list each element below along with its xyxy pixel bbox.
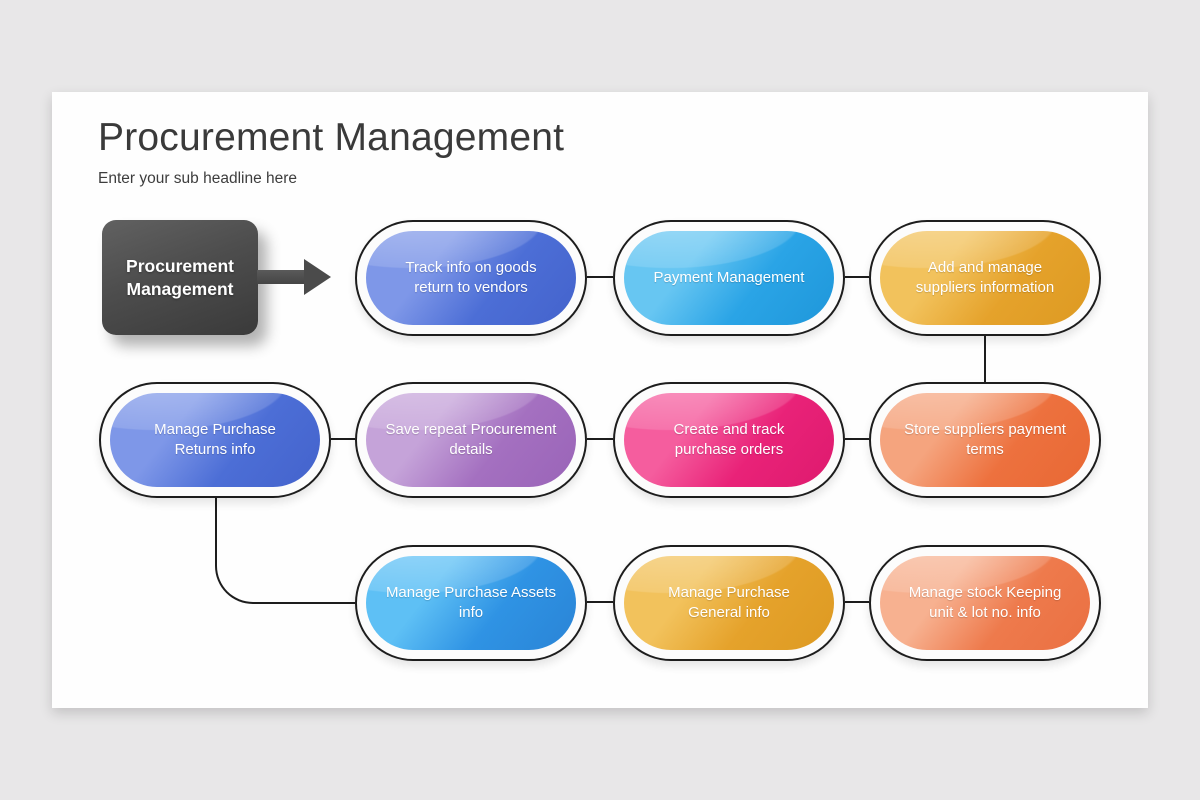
connector-row1-1-2 — [587, 276, 613, 278]
node-fill: Payment Management — [624, 231, 834, 325]
node-manage-purchase-general: Manage Purchase General info — [613, 545, 845, 661]
node-save-repeat-procurement: Save repeat Procurement details — [355, 382, 587, 498]
page-title: Procurement Management — [98, 116, 565, 159]
node-fill: Track info on goods return to vendors — [366, 231, 576, 325]
node-label: Payment Management — [653, 269, 805, 287]
node-label: Manage Purchase Returns info — [154, 421, 276, 458]
node-fill: Manage Purchase General info — [624, 556, 834, 650]
start-node-procurement-management: Procurement Management — [102, 220, 258, 335]
node-label: Create and track purchase orders — [673, 421, 785, 458]
connector-row2-3-4 — [845, 438, 869, 440]
connector-row3-1-2 — [587, 601, 613, 603]
arrow-right-icon — [257, 270, 305, 284]
node-label: Store suppliers payment terms — [904, 421, 1066, 458]
node-fill: Manage stock Keeping unit & lot no. info — [880, 556, 1090, 650]
arrow-right-icon-head — [304, 259, 331, 295]
slide-canvas: Procurement Management Enter your sub he… — [52, 92, 1148, 708]
node-fill: Manage Purchase Returns info — [110, 393, 320, 487]
node-store-suppliers-payment: Store suppliers payment terms — [869, 382, 1101, 498]
node-label: Manage Purchase Assets info — [385, 584, 557, 621]
node-track-goods-return: Track info on goods return to vendors — [355, 220, 587, 336]
node-manage-purchase-assets: Manage Purchase Assets info — [355, 545, 587, 661]
node-payment-management: Payment Management — [613, 220, 845, 336]
node-label: Manage Purchase General info — [668, 584, 790, 621]
connector-row2-1-2 — [331, 438, 355, 440]
node-fill: Save repeat Procurement details — [366, 393, 576, 487]
node-fill: Create and track purchase orders — [624, 393, 834, 487]
connector-row1-2-3 — [845, 276, 869, 278]
node-label: Track info on goods return to vendors — [405, 259, 537, 296]
node-label: Manage stock Keeping unit & lot no. info — [908, 584, 1062, 621]
node-manage-purchase-returns: Manage Purchase Returns info — [99, 382, 331, 498]
node-manage-stock-keeping: Manage stock Keeping unit & lot no. info — [869, 545, 1101, 661]
page-subtitle: Enter your sub headline here — [98, 170, 298, 187]
node-fill: Add and manage suppliers information — [880, 231, 1090, 325]
node-add-manage-suppliers: Add and manage suppliers information — [869, 220, 1101, 336]
node-create-track-purchase-orders: Create and track purchase orders — [613, 382, 845, 498]
node-label: Add and manage suppliers information — [915, 259, 1055, 296]
node-fill: Manage Purchase Assets info — [366, 556, 576, 650]
connector-row2-1-elbow-down — [215, 498, 355, 604]
connector-row3-2-3 — [845, 601, 869, 603]
connector-row2-2-3 — [587, 438, 613, 440]
connector-row1-3-down — [984, 336, 986, 382]
start-node-label: Procurement Management — [126, 255, 234, 299]
node-fill: Store suppliers payment terms — [880, 393, 1090, 487]
node-label: Save repeat Procurement details — [385, 421, 557, 458]
